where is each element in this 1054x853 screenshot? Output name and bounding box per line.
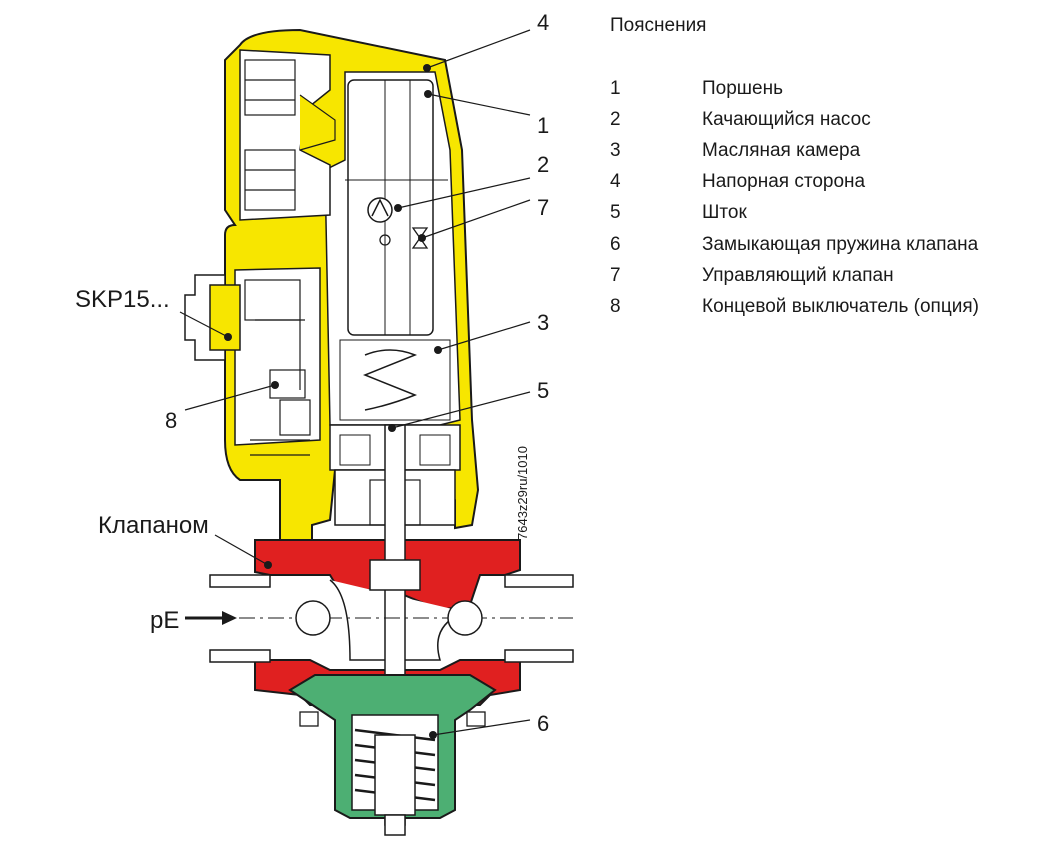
piston-chamber — [339, 79, 451, 421]
legend-item-text: Качающийся насос — [702, 108, 871, 130]
legend-item-number: 2 — [610, 108, 621, 130]
flow-arrow — [185, 611, 237, 625]
oil-chamber-spring — [362, 349, 418, 411]
drawing-code: 7643z29ru/1010 — [515, 446, 530, 540]
spring-housing — [288, 674, 497, 836]
legend-item: 8 Концевой выключатель (опция) — [610, 291, 1050, 322]
legend-item-text: Масляная камера — [702, 139, 861, 161]
legend-item-text: Напорная сторона — [702, 171, 866, 193]
legend-item: 7 Управляющий клапан — [610, 260, 1050, 291]
label-skp: SKP15... — [75, 286, 170, 313]
legend-item-text: Шток — [702, 202, 747, 224]
label-valve: Клапаном — [98, 512, 209, 539]
legend-item: 2 Качающийся насос — [610, 104, 1050, 135]
legend-item-number: 5 — [610, 202, 621, 224]
leader-dots — [224, 64, 442, 739]
motor-details — [244, 59, 336, 211]
callout-6: 6 — [537, 711, 549, 736]
pipe-left-bottom — [209, 649, 271, 663]
legend-item-number: 3 — [610, 139, 621, 161]
legend-item-text: Концевой выключатель (опция) — [702, 295, 979, 317]
legend-title: Пояснения — [610, 15, 707, 36]
callout-3: 3 — [537, 310, 549, 335]
legend-item-number: 4 — [610, 171, 621, 193]
pipe-right-top — [504, 574, 574, 588]
legend: Пояснения 1 Поршень 2 Качающийся насос 3… — [610, 15, 1050, 323]
callout-7: 7 — [537, 195, 549, 220]
legend-item-text: Замыкающая пружина клапана — [702, 233, 979, 255]
legend-item-number: 6 — [610, 233, 621, 255]
callout-5: 5 — [537, 378, 549, 403]
callout-1: 1 — [537, 113, 549, 138]
legend-item-text: Управляющий клапан — [702, 264, 894, 286]
legend-item: 3 Масляная камера — [610, 135, 1050, 166]
electronics-details — [244, 279, 311, 456]
legend-item-number: 1 — [610, 77, 621, 99]
leader-lines — [179, 29, 531, 736]
electronics-cavity — [234, 267, 321, 446]
legend-item-text: Поршень — [702, 77, 783, 99]
legend-item: 6 Замыкающая пружина клапана — [610, 229, 1050, 260]
legend-item-number: 8 — [610, 295, 621, 317]
legend-item: 5 Шток — [610, 198, 1050, 229]
callout-8: 8 — [165, 408, 177, 433]
legend-item: 1 Поршень — [610, 73, 1050, 104]
legend-item: 4 Напорная сторона — [610, 167, 1050, 198]
pipe-left-top — [209, 574, 271, 588]
legend-item-number: 7 — [610, 264, 621, 286]
callout-2: 2 — [537, 152, 549, 177]
pipe-right-bottom — [504, 649, 574, 663]
callout-4: 4 — [537, 10, 549, 35]
pipes — [209, 574, 574, 663]
pump-symbol — [367, 197, 393, 223]
label-pressure: pE — [150, 607, 179, 634]
